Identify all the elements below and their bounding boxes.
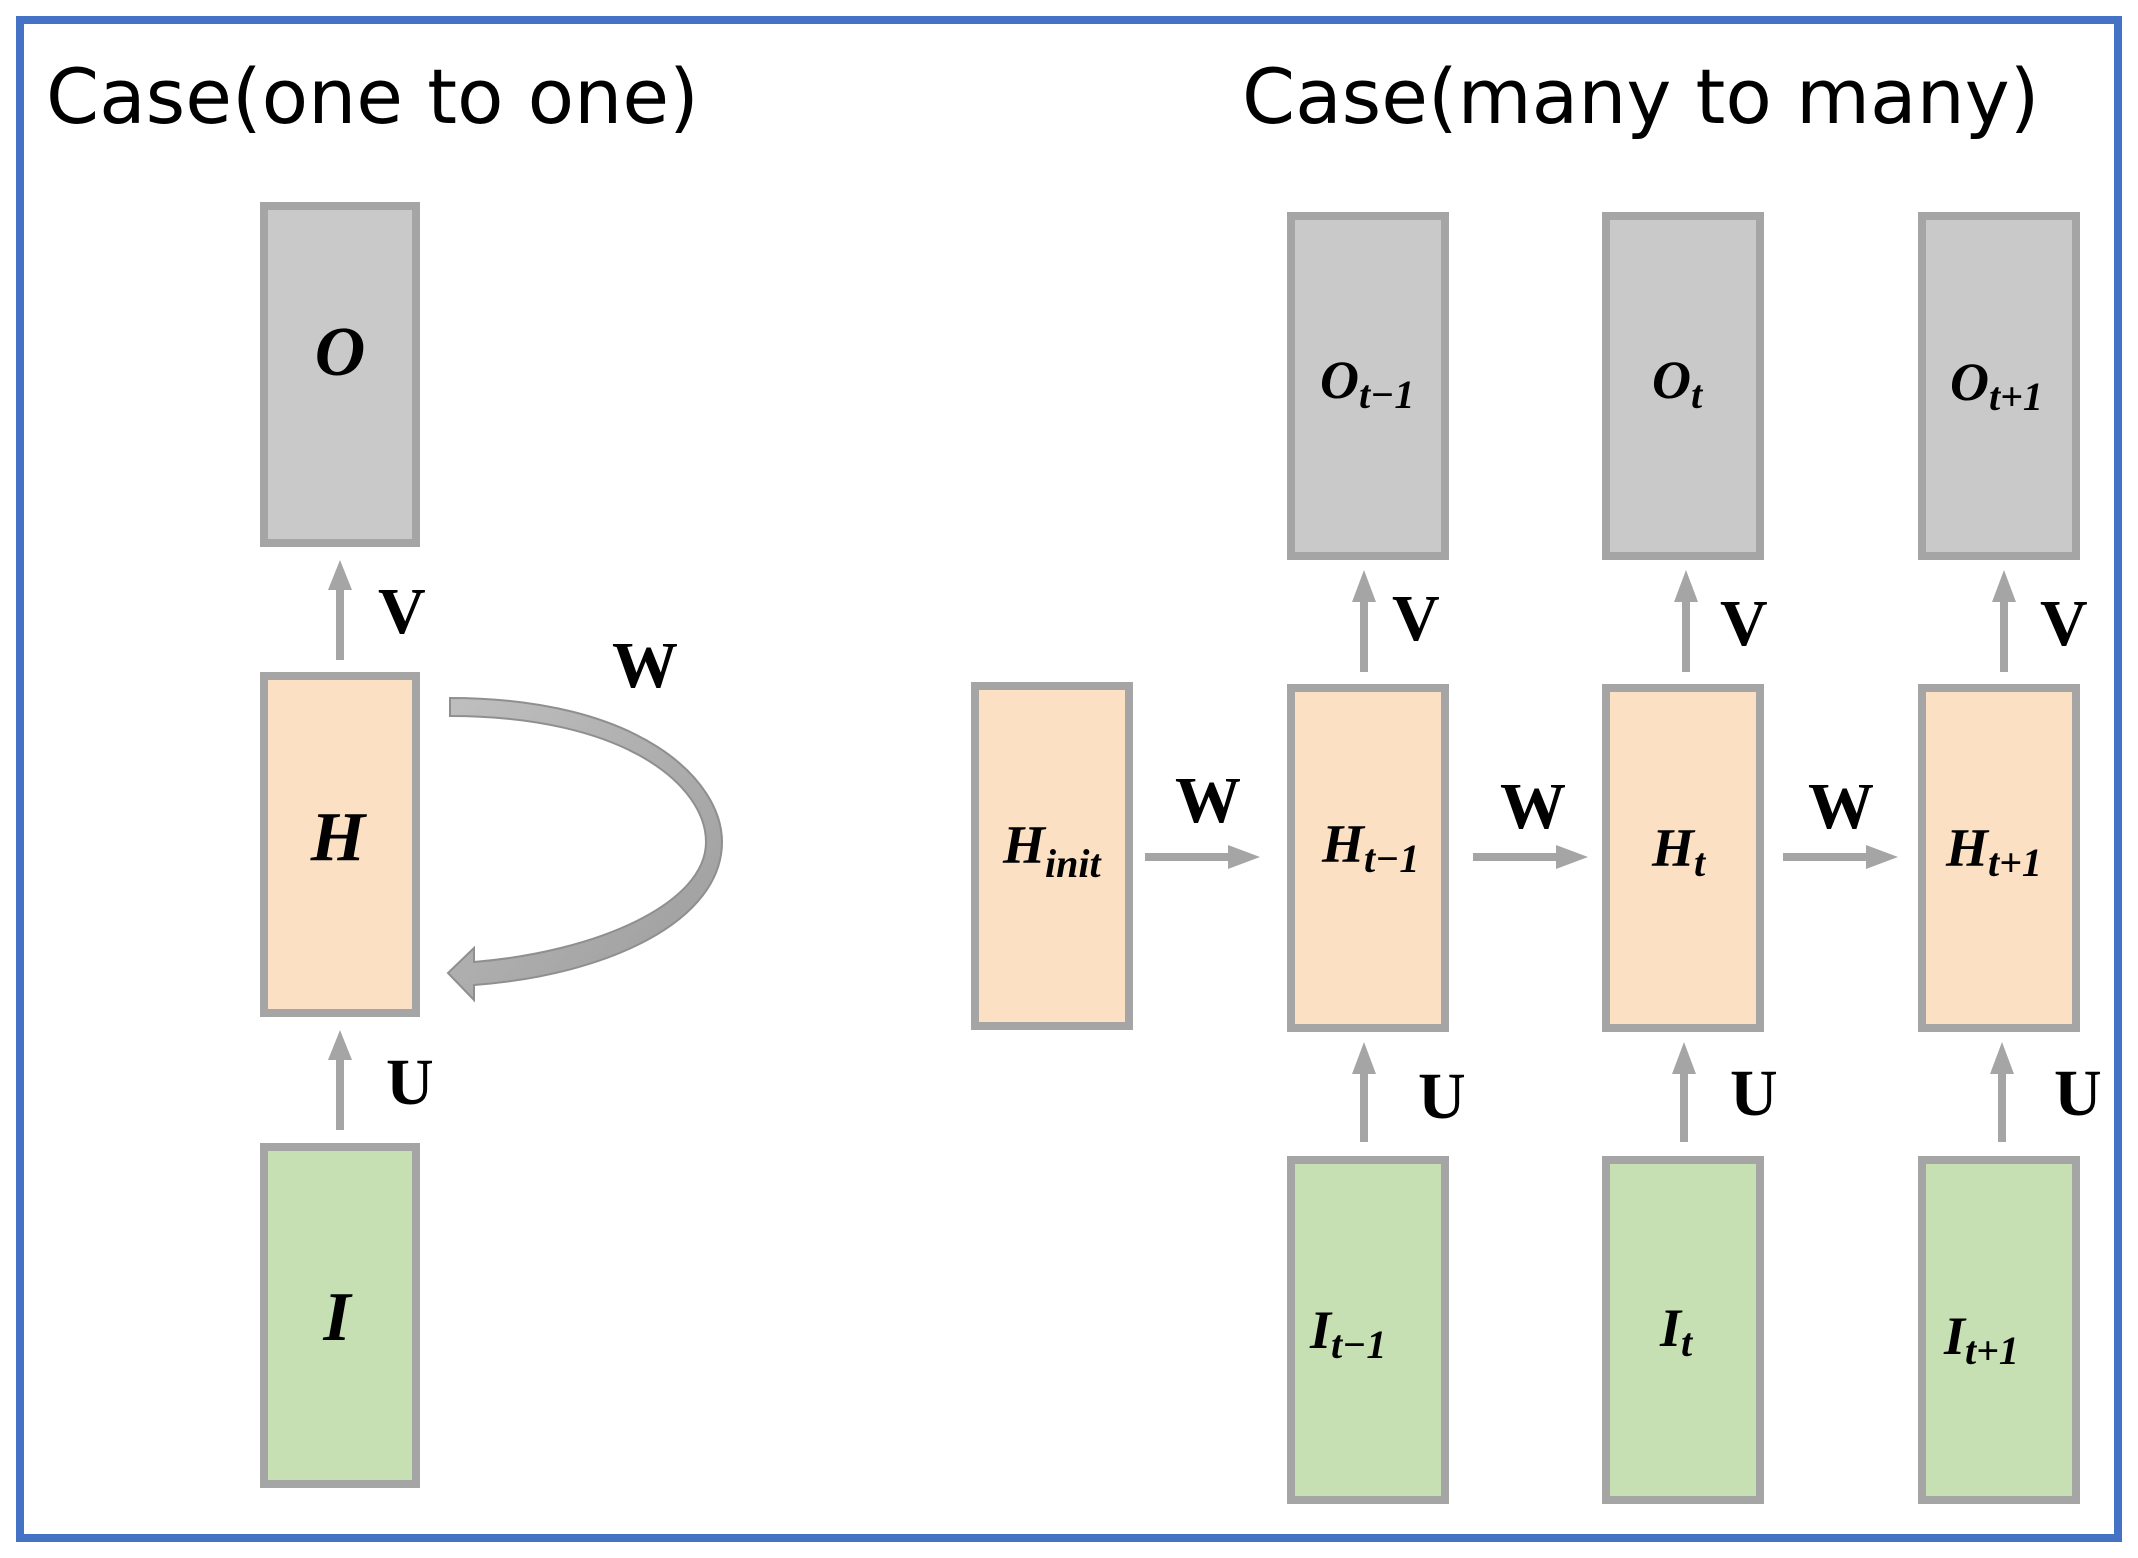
weight-label-v: V	[2040, 587, 2088, 660]
arrow-icon	[1672, 1042, 1696, 1142]
many-to-many-case: Case(many to many) Hinit W Ot−1 V Ht−	[971, 52, 2102, 1504]
hidden-init-label: Hinit	[1002, 815, 1102, 886]
weight-label-w: W	[612, 629, 678, 702]
arrow-icon	[1674, 570, 1698, 672]
input-node-label: I	[322, 1279, 353, 1356]
output-node	[1602, 212, 1764, 560]
arrow-icon	[328, 1030, 352, 1130]
output-node	[1918, 212, 2080, 560]
case-title-many-to-many: Case(many to many)	[1242, 52, 2039, 141]
input-node-label: It+1	[1943, 1306, 2019, 1373]
hidden-node-label: Ht+1	[1945, 818, 2042, 885]
hidden-node	[1918, 684, 2080, 1032]
arrow-icon	[1473, 845, 1588, 869]
hidden-node-label: Ht−1	[1321, 814, 1419, 881]
output-node	[260, 202, 420, 547]
input-node	[1287, 1156, 1449, 1504]
output-node-label: Ot	[1652, 350, 1704, 417]
hidden-node	[1287, 684, 1449, 1032]
weight-label-u: U	[2054, 1057, 2102, 1130]
hidden-init-node	[971, 682, 1133, 1030]
input-node-label: It−1	[1309, 1300, 1386, 1367]
input-node	[1918, 1156, 2080, 1504]
timestep-t: Ot V Ht U It	[1602, 212, 1778, 1504]
weight-label-w: W	[1808, 770, 1874, 843]
output-node	[1287, 212, 1449, 560]
arrow-icon	[328, 560, 352, 660]
one-to-one-case: Case(one to one) O V H W U I	[46, 52, 724, 1488]
weight-label-v: V	[378, 575, 426, 648]
arrow-icon	[1992, 570, 2016, 672]
weight-label-u: U	[1418, 1060, 1466, 1133]
curved-arrow-icon	[446, 696, 724, 1003]
weight-label-u: U	[386, 1046, 434, 1119]
hidden-node-label: H	[310, 799, 368, 876]
timestep-t-plus-1: Ot+1 V Ht+1 U It+1	[1918, 212, 2102, 1504]
output-node-label: O	[315, 314, 366, 391]
weight-label-w: W	[1175, 764, 1241, 837]
arrow-icon	[1990, 1042, 2014, 1142]
output-node-label: Ot+1	[1950, 352, 2043, 419]
case-title-one-to-one: Case(one to one)	[46, 52, 699, 141]
arrow-icon	[1352, 570, 1376, 672]
output-node-label: Ot−1	[1320, 350, 1414, 417]
weight-label-v: V	[1392, 582, 1440, 655]
hidden-node	[260, 672, 420, 1017]
arrow-icon	[1352, 1042, 1376, 1142]
weight-label-v: V	[1720, 587, 1768, 660]
weight-label-w: W	[1500, 770, 1566, 843]
hidden-node	[1602, 684, 1764, 1032]
hidden-node-label: Ht	[1651, 818, 1707, 885]
weight-label-u: U	[1730, 1057, 1778, 1130]
timestep-t-minus-1: Ot−1 V Ht−1 U It−1	[1287, 212, 1466, 1504]
input-node-label: It	[1659, 1298, 1694, 1365]
arrow-icon	[1783, 845, 1898, 869]
arrow-icon	[1145, 845, 1260, 869]
input-node	[1602, 1156, 1764, 1504]
input-node	[260, 1143, 420, 1488]
